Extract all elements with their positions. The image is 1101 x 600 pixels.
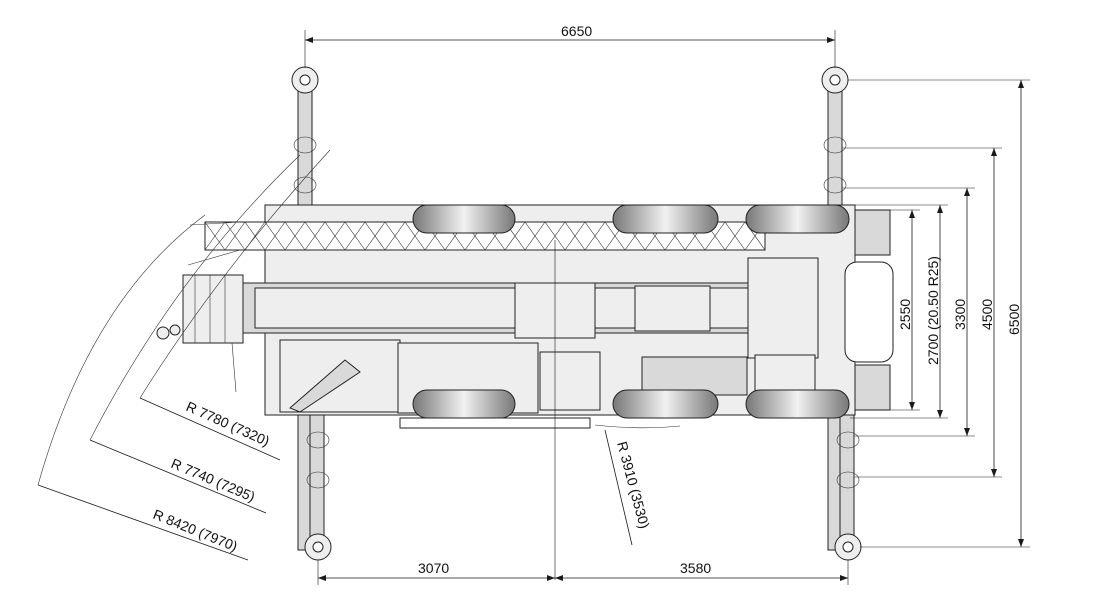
driver-cab (747, 209, 894, 411)
outrigger-right-rear (839, 399, 855, 551)
dimension-lines: 6650 3070 3580 2550 2700 (20.50 R25) 330… (304, 23, 1030, 585)
radius-label-r7740: R 7740 (7295) (169, 455, 258, 505)
dimension-overall-length: 6650 (561, 23, 592, 39)
outrigger-left-front (309, 399, 325, 551)
dimension-rear-length: 3070 (418, 560, 449, 576)
radius-label-r3910: R 3910 (3530) (614, 440, 653, 531)
boom-head (156, 274, 244, 393)
tires (412, 204, 850, 419)
dimension-front-length: 3580 (680, 560, 711, 576)
dimension-width-2550: 2550 (897, 299, 913, 330)
dimension-outrigger-4500: 4500 (979, 299, 995, 330)
dimension-outrigger-6500: 6500 (1006, 304, 1022, 335)
dimension-width-2700: 2700 (20.50 R25) (925, 256, 941, 365)
dimension-width-3300: 3300 (952, 299, 968, 330)
outrigger-pads (291, 66, 862, 561)
crane-top-view (156, 66, 894, 580)
